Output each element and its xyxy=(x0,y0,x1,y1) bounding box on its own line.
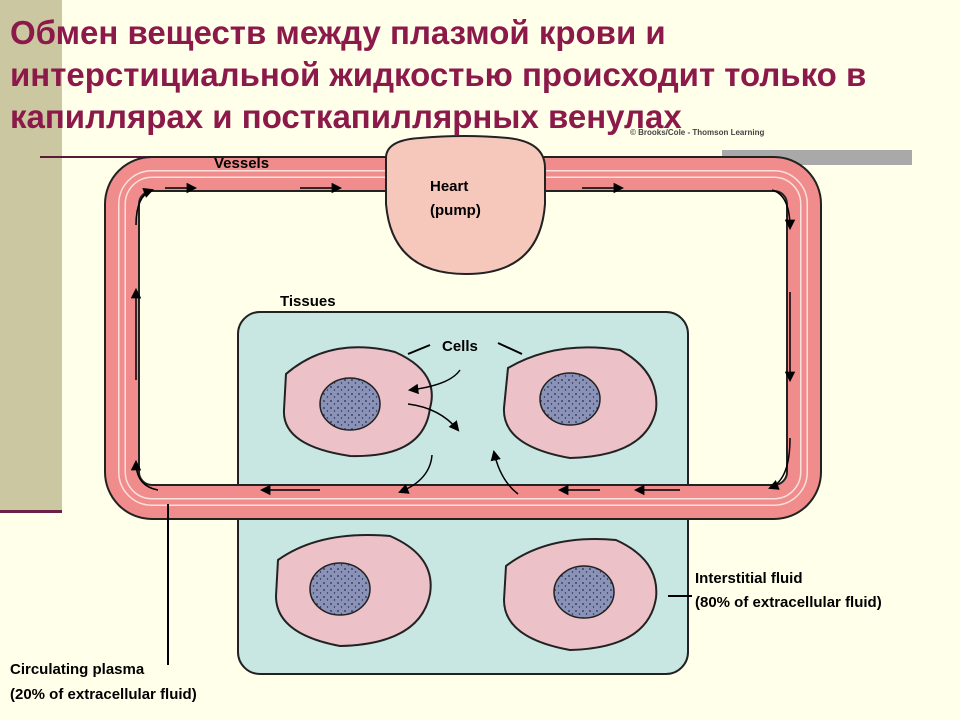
label-plasma-share: (20% of extracellular fluid) xyxy=(10,686,197,703)
slide-title: Обмен веществ между плазмой крови и инте… xyxy=(10,14,867,135)
label-heart: Heart xyxy=(430,178,468,195)
label-vessels: Vessels xyxy=(214,155,269,172)
slide-sidebar xyxy=(0,0,62,510)
label-circulating-plasma: Circulating plasma xyxy=(10,661,145,678)
nucleus xyxy=(553,565,615,619)
cell-top-right xyxy=(502,346,658,460)
nucleus xyxy=(539,372,601,426)
cell-top-left xyxy=(282,346,433,458)
vessel-flow-arrows xyxy=(130,182,796,496)
label-interstitial-share: (80% of extracellular fluid) xyxy=(695,594,882,611)
label-heart-pump: (pump) xyxy=(430,202,481,219)
cell-bottom-left xyxy=(274,534,432,648)
sidebar-divider xyxy=(0,510,62,513)
exchange-arrows xyxy=(398,369,519,495)
nucleus xyxy=(319,377,381,431)
leader-lines xyxy=(167,342,692,665)
cell-bottom-right xyxy=(502,538,658,652)
label-cells: Cells xyxy=(442,338,478,355)
label-tissues: Tissues xyxy=(280,293,336,310)
heart-shape xyxy=(385,135,546,276)
figure-credit: © Brooks/Cole - Thomson Learning xyxy=(630,128,765,137)
label-interstitial-fluid: Interstitial fluid xyxy=(695,570,803,587)
nucleus xyxy=(309,562,371,616)
